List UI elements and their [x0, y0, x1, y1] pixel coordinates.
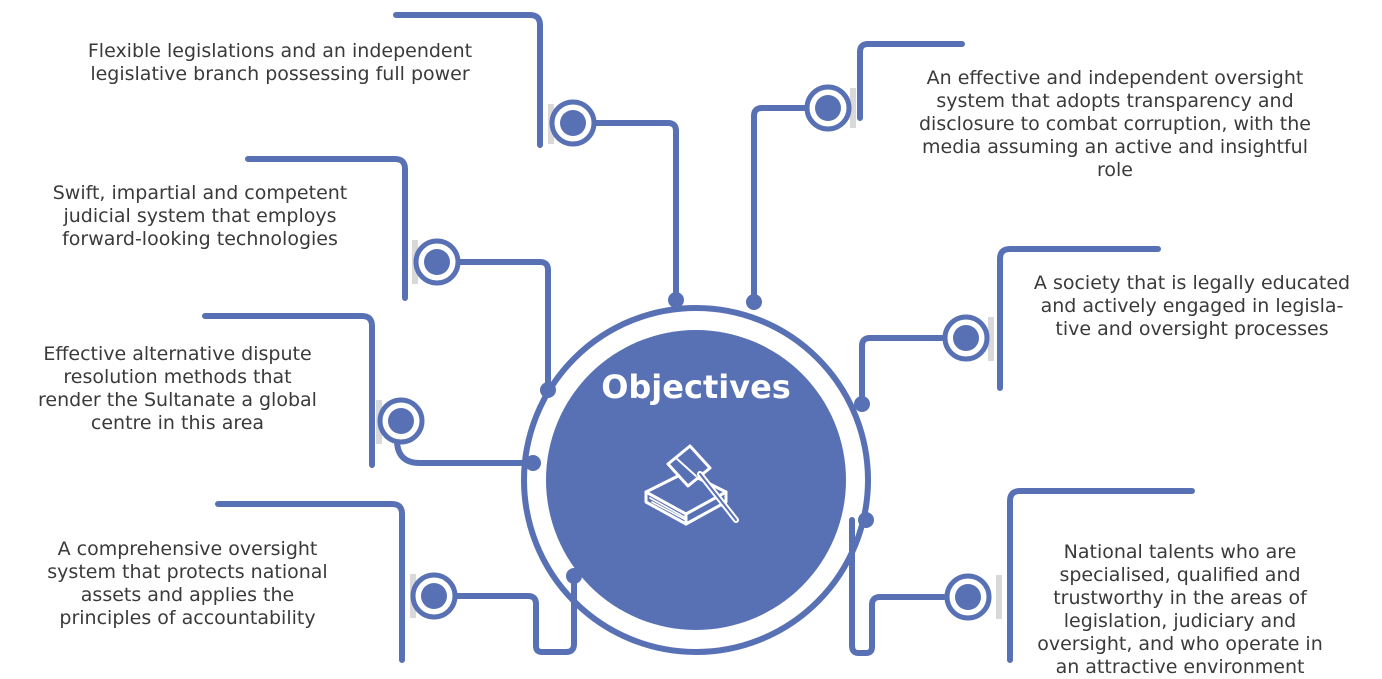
objective-text-legislation: Flexible legislations and an independent… — [30, 40, 530, 86]
objective-line: Swift, impartial and competent — [52, 182, 348, 204]
bracket-oversight-transparency — [857, 41, 965, 121]
objective-line: disclosure to combat corruption, with th… — [918, 113, 1311, 135]
objective-line: specialised, qualified and — [1059, 564, 1301, 586]
junction-dot — [566, 568, 582, 584]
gavel-book-icon — [644, 444, 739, 526]
node-national-talents — [944, 573, 992, 621]
bracket-legislation — [393, 12, 543, 148]
objective-line: media assuming an active and insightful — [922, 136, 1308, 158]
objective-line: legislative branch possessing full power — [90, 63, 470, 85]
outer-ring — [521, 305, 871, 655]
objective-line: Flexible legislations and an independent — [87, 40, 473, 62]
objective-line: centre in this area — [90, 412, 265, 434]
junction-dot — [746, 294, 762, 310]
objective-nodes — [377, 84, 992, 621]
objective-line: role — [1097, 159, 1133, 181]
junction-dot — [540, 382, 556, 398]
connector-judicial — [452, 259, 551, 393]
center-hub — [521, 305, 871, 655]
objective-line: an attractive environment — [1055, 656, 1305, 678]
tab-oversight-transparency — [850, 88, 856, 128]
connector-asset-oversight — [435, 573, 577, 655]
bracket-national-talents — [1007, 488, 1195, 663]
node-dispute-resolution — [377, 397, 425, 445]
node-legislation — [549, 99, 597, 147]
objective-line: tive and oversight processes — [1055, 318, 1329, 340]
node-society — [942, 314, 990, 362]
connector-national-talents — [849, 517, 947, 656]
objective-line: resolution methods that — [63, 366, 292, 388]
node-oversight-transparency — [804, 84, 852, 132]
connector-dispute-resolution — [394, 437, 536, 466]
connector-lines — [202, 12, 1195, 663]
tab-national-talents — [996, 575, 1002, 619]
node-core — [421, 583, 447, 609]
bracket-judicial — [245, 156, 408, 301]
objectives-diagram — [202, 12, 1195, 663]
connector-oversight-transparency — [751, 105, 815, 303]
bracket-dispute-resolution — [202, 313, 375, 468]
junction-dot — [854, 396, 870, 412]
node-core — [955, 584, 981, 610]
node-core — [953, 325, 979, 351]
objective-line: Effective alternative dispute — [43, 343, 312, 365]
node-core — [560, 110, 586, 136]
objective-line: oversight, and who operate in — [1037, 633, 1323, 655]
objective-line: legislation, judiciary and — [1063, 610, 1297, 632]
junction-dot — [858, 512, 874, 528]
junction-dot — [668, 292, 684, 308]
objective-line: An effective and independent oversight — [926, 67, 1304, 89]
tab-society — [988, 317, 994, 361]
connector-society — [859, 335, 945, 407]
objective-line: and actively engaged in legisla- — [1040, 295, 1344, 317]
bracket-asset-oversight — [215, 501, 405, 663]
objective-line: system that protects national — [47, 561, 328, 583]
objective-line: principles of accountability — [59, 607, 316, 629]
objective-line: National talents who are — [1063, 541, 1297, 563]
objective-line: system that adopts transparency and — [936, 90, 1294, 112]
node-core — [424, 249, 450, 275]
center-title: Objectives — [601, 368, 791, 406]
node-core — [815, 95, 841, 121]
objective-line: render the Sultanate a global — [38, 389, 317, 411]
objective-line: A society that is legally educated — [1033, 272, 1351, 294]
objective-line: trustworthy in the areas of — [1053, 587, 1307, 609]
objective-line: A comprehensive oversight — [57, 538, 318, 560]
bracket-society — [997, 246, 1161, 391]
objective-line: assets and applies the — [80, 584, 295, 606]
objective-line: judicial system that employs — [63, 205, 337, 227]
junction-dots — [525, 292, 874, 584]
junction-dot — [525, 455, 541, 471]
node-core — [388, 408, 414, 434]
objective-line: forward-looking technologies — [62, 228, 338, 250]
node-judicial — [413, 238, 461, 286]
connector-legislation — [585, 120, 679, 301]
node-asset-oversight — [410, 572, 458, 620]
